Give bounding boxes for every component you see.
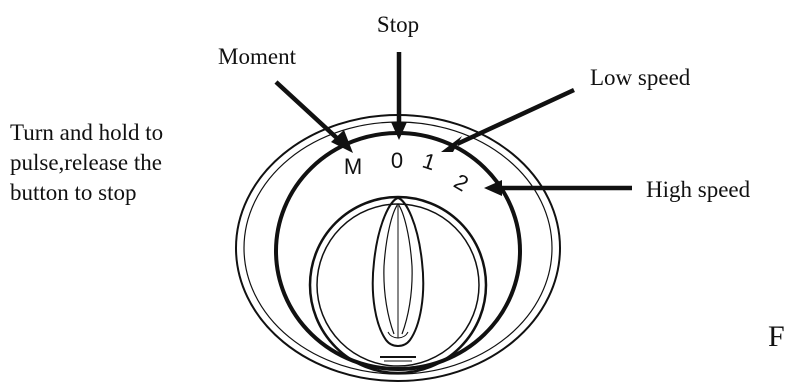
knob-handle[interactable] [371, 196, 425, 347]
instruction-line-3: button to stop [10, 180, 137, 205]
low-speed-label: Low speed [590, 65, 691, 90]
low-speed-arrowhead [441, 136, 462, 152]
moment-arrowhead [331, 130, 353, 153]
moment-arrow [274, 80, 341, 142]
high-speed-label: High speed [646, 177, 751, 202]
dial-mark-off: 0 [391, 148, 403, 173]
dial-mark-high: 2 [450, 169, 473, 197]
dial-mark-low: 1 [419, 148, 438, 176]
arrows [274, 52, 632, 196]
edge-letter-f: F [768, 320, 785, 353]
instruction-line-1: Turn and hold to [10, 120, 163, 145]
moment-label: Moment [218, 44, 297, 69]
dial-markings: M 0 1 2 [344, 148, 473, 197]
low-speed-arrow [456, 87, 575, 147]
labels: Stop Moment Low speed High speed Turn an… [10, 12, 785, 353]
high-speed-arrowhead [484, 180, 502, 196]
dial-mark-moment: M [344, 154, 362, 179]
instruction-line-2: pulse,release the [10, 150, 162, 175]
stop-label: Stop [377, 12, 419, 37]
stop-arrowhead [391, 122, 407, 140]
